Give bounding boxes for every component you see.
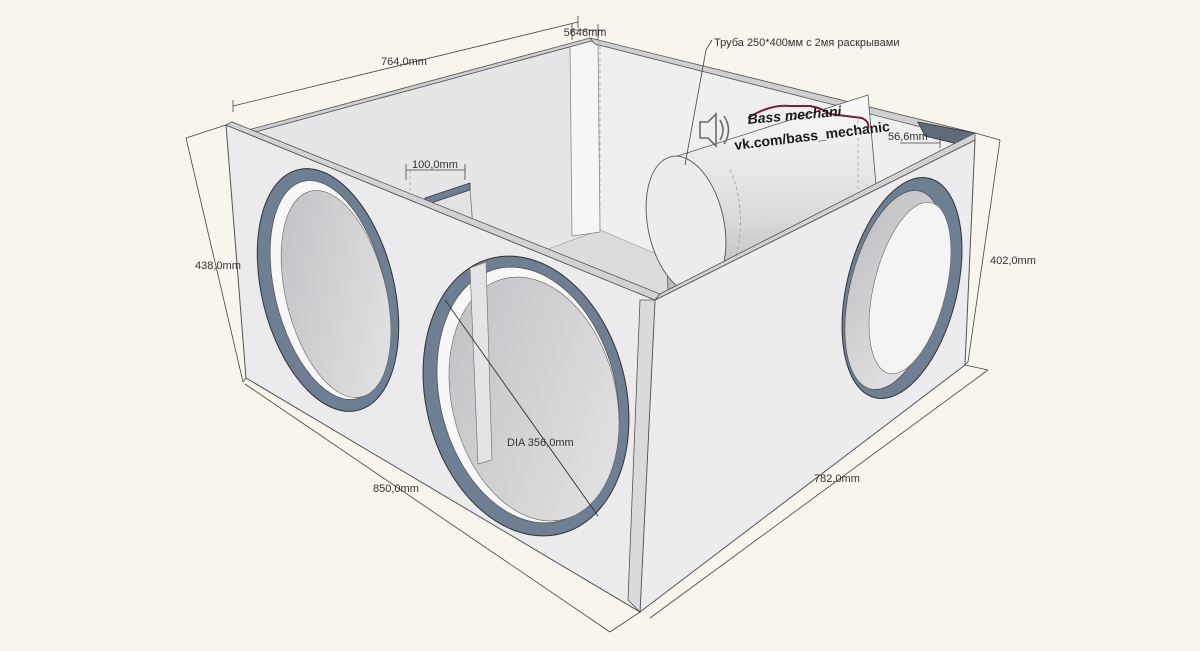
- port-width-label: 56,6mm: [888, 131, 928, 143]
- tube-label: Труба 250*400мм с 2мя раскрывами: [714, 37, 899, 49]
- left-height-label: 438,0mm: [195, 260, 241, 272]
- partition-through-hole: [469, 261, 493, 465]
- divider-width-label: 100,0mm: [412, 159, 458, 171]
- top-width-label: 764,0mm: [381, 56, 427, 68]
- car-silhouette-icon: [747, 104, 870, 129]
- right-speaker-cutout: [841, 177, 963, 399]
- bottom-width-label: 850,0mm: [373, 483, 419, 495]
- diameter-label: DIA 356,0mm: [507, 437, 574, 449]
- speaker-logo-icon: [699, 112, 730, 148]
- depth-label: 782,0mm: [814, 473, 860, 485]
- dimension-labels: 764,0mm 5646mm Труба 250*400мм с 2мя рас…: [195, 27, 1036, 495]
- diameter-line: [444, 299, 599, 517]
- front-face: [225, 121, 661, 613]
- left-speaker-cutout: [256, 168, 400, 412]
- right-speaker-hole-rim: [868, 201, 952, 375]
- center-speaker-cutout: [422, 255, 630, 537]
- left-speaker-hole: [280, 190, 392, 398]
- dimension-lines: [185, 16, 1001, 633]
- rear-vertical-edge: [569, 39, 601, 237]
- top-thickness-label: 5646mm: [564, 27, 607, 39]
- right-height-label: 402,0mm: [990, 255, 1036, 267]
- right-face: [627, 132, 976, 614]
